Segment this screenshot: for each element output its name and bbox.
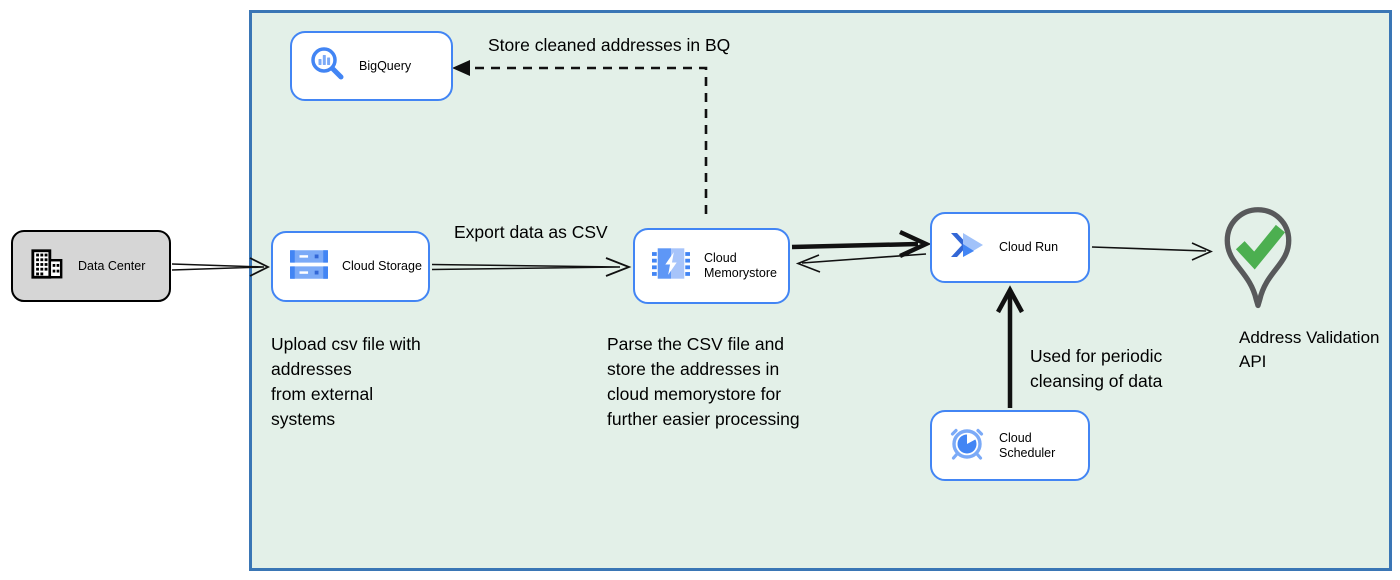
node-cloud-memorystore[interactable]: Cloud Memorystore [633,228,790,304]
memory-chip-bolt-icon [652,246,690,286]
node-label: Cloud Run [999,240,1059,254]
gcp-boundary-container[interactable] [249,10,1392,571]
node-cloud-run[interactable]: Cloud Run [930,212,1090,283]
node-label: Cloud Scheduler [999,430,1056,460]
node-label: BigQuery [359,58,412,73]
building-icon [30,248,64,285]
edge-label-periodic-cleansing: Used for periodic cleansing of data [1030,346,1163,391]
node-label: Cloud Memorystore [704,251,777,280]
magnifier-barchart-icon [309,46,345,87]
annotation-parse-csv: Parse the CSV file and store the address… [607,334,800,429]
node-label: Cloud Storage [342,259,422,273]
node-address-validation-api[interactable] [1220,205,1296,314]
annotation-upload-csv: Upload csv file with addresses from exte… [271,334,421,429]
map-pin-check-icon [1224,207,1292,309]
alarm-clock-icon [949,425,985,466]
node-bigquery[interactable]: BigQuery [290,31,453,101]
address-api-label: Address Validation API [1239,328,1380,371]
node-cloud-storage[interactable]: Cloud Storage [271,231,430,302]
edge-label-export-csv: Export data as CSV [454,222,608,242]
edge-label-store-bq: Store cleaned addresses in BQ [488,35,731,55]
run-chevrons-icon [949,231,985,264]
node-label: Data Center [78,258,146,273]
storage-bars-icon [290,249,328,285]
node-data-center[interactable]: Data Center [11,230,171,302]
node-cloud-scheduler[interactable]: Cloud Scheduler [930,410,1090,481]
